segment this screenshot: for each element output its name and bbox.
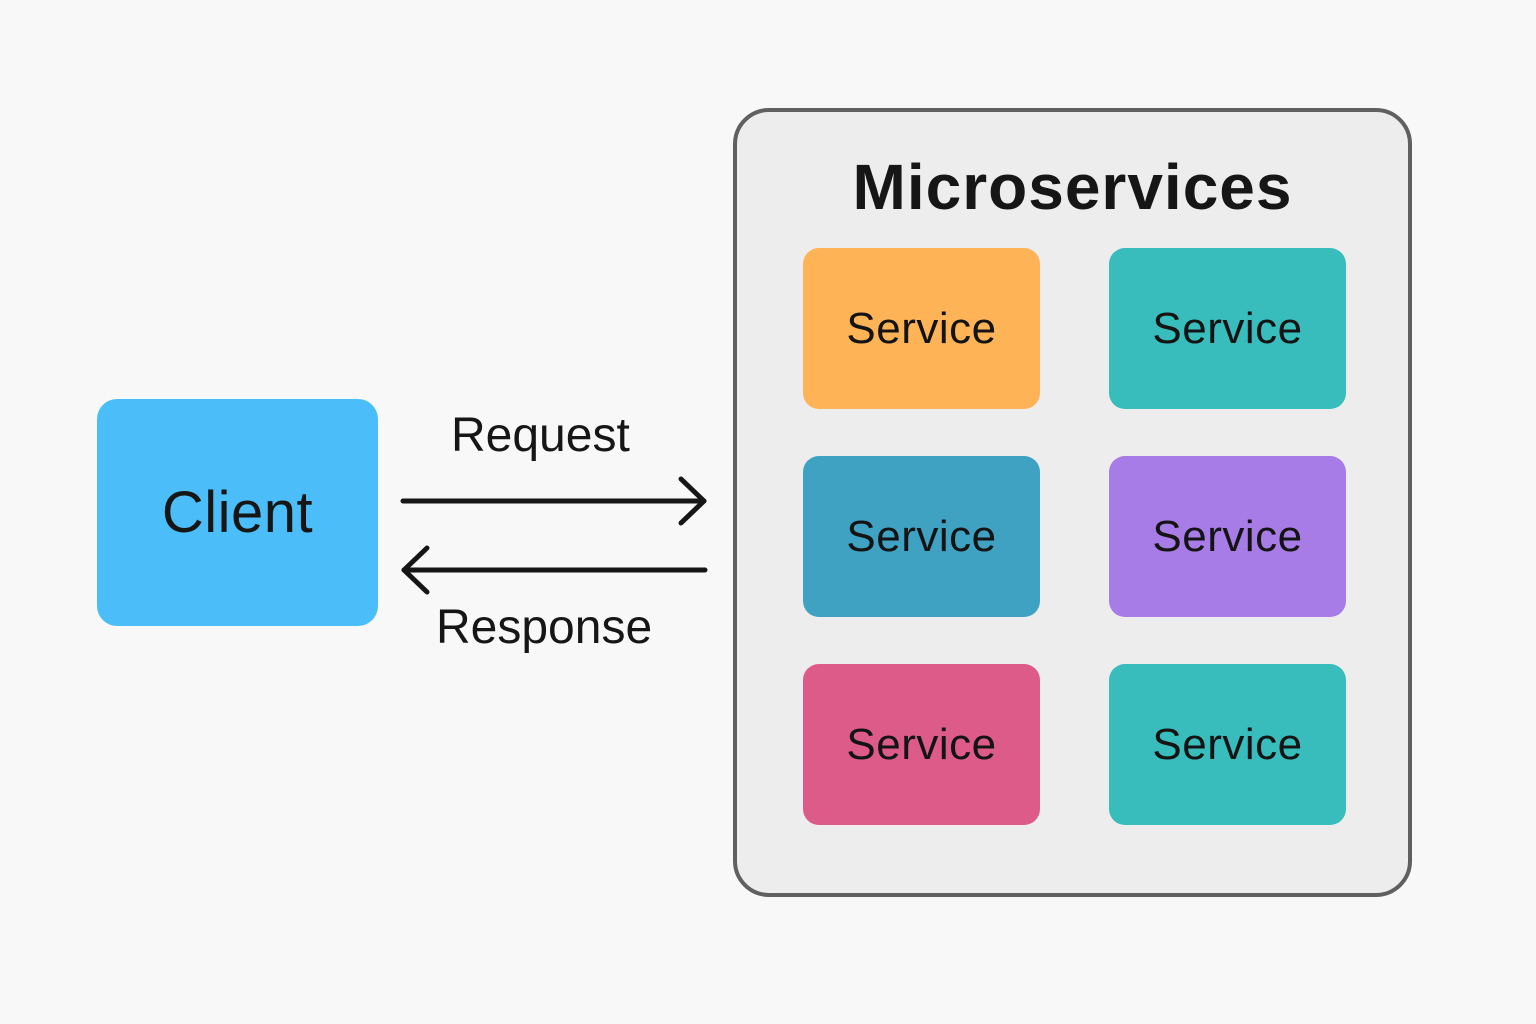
service-box: Service xyxy=(803,664,1040,825)
response-arrow xyxy=(401,545,708,595)
request-arrow xyxy=(400,476,707,526)
client-label: Client xyxy=(161,480,314,545)
response-label: Response xyxy=(436,601,653,654)
service-label: Service xyxy=(1152,511,1303,561)
service-label: Service xyxy=(846,511,997,561)
service-box: Service xyxy=(803,456,1040,617)
service-label: Service xyxy=(846,719,997,769)
client-box: Client xyxy=(97,399,378,626)
microservices-title: Microservices xyxy=(852,151,1293,223)
service-box: Service xyxy=(1109,456,1346,617)
request-label: Request xyxy=(451,409,630,462)
service-box: Service xyxy=(1109,664,1346,825)
microservices-container: Microservices Service Service Service Se… xyxy=(733,108,1412,897)
service-box: Service xyxy=(1109,248,1346,409)
service-label: Service xyxy=(846,303,997,353)
service-label: Service xyxy=(1152,303,1303,353)
service-box: Service xyxy=(803,248,1040,409)
service-label: Service xyxy=(1152,719,1303,769)
